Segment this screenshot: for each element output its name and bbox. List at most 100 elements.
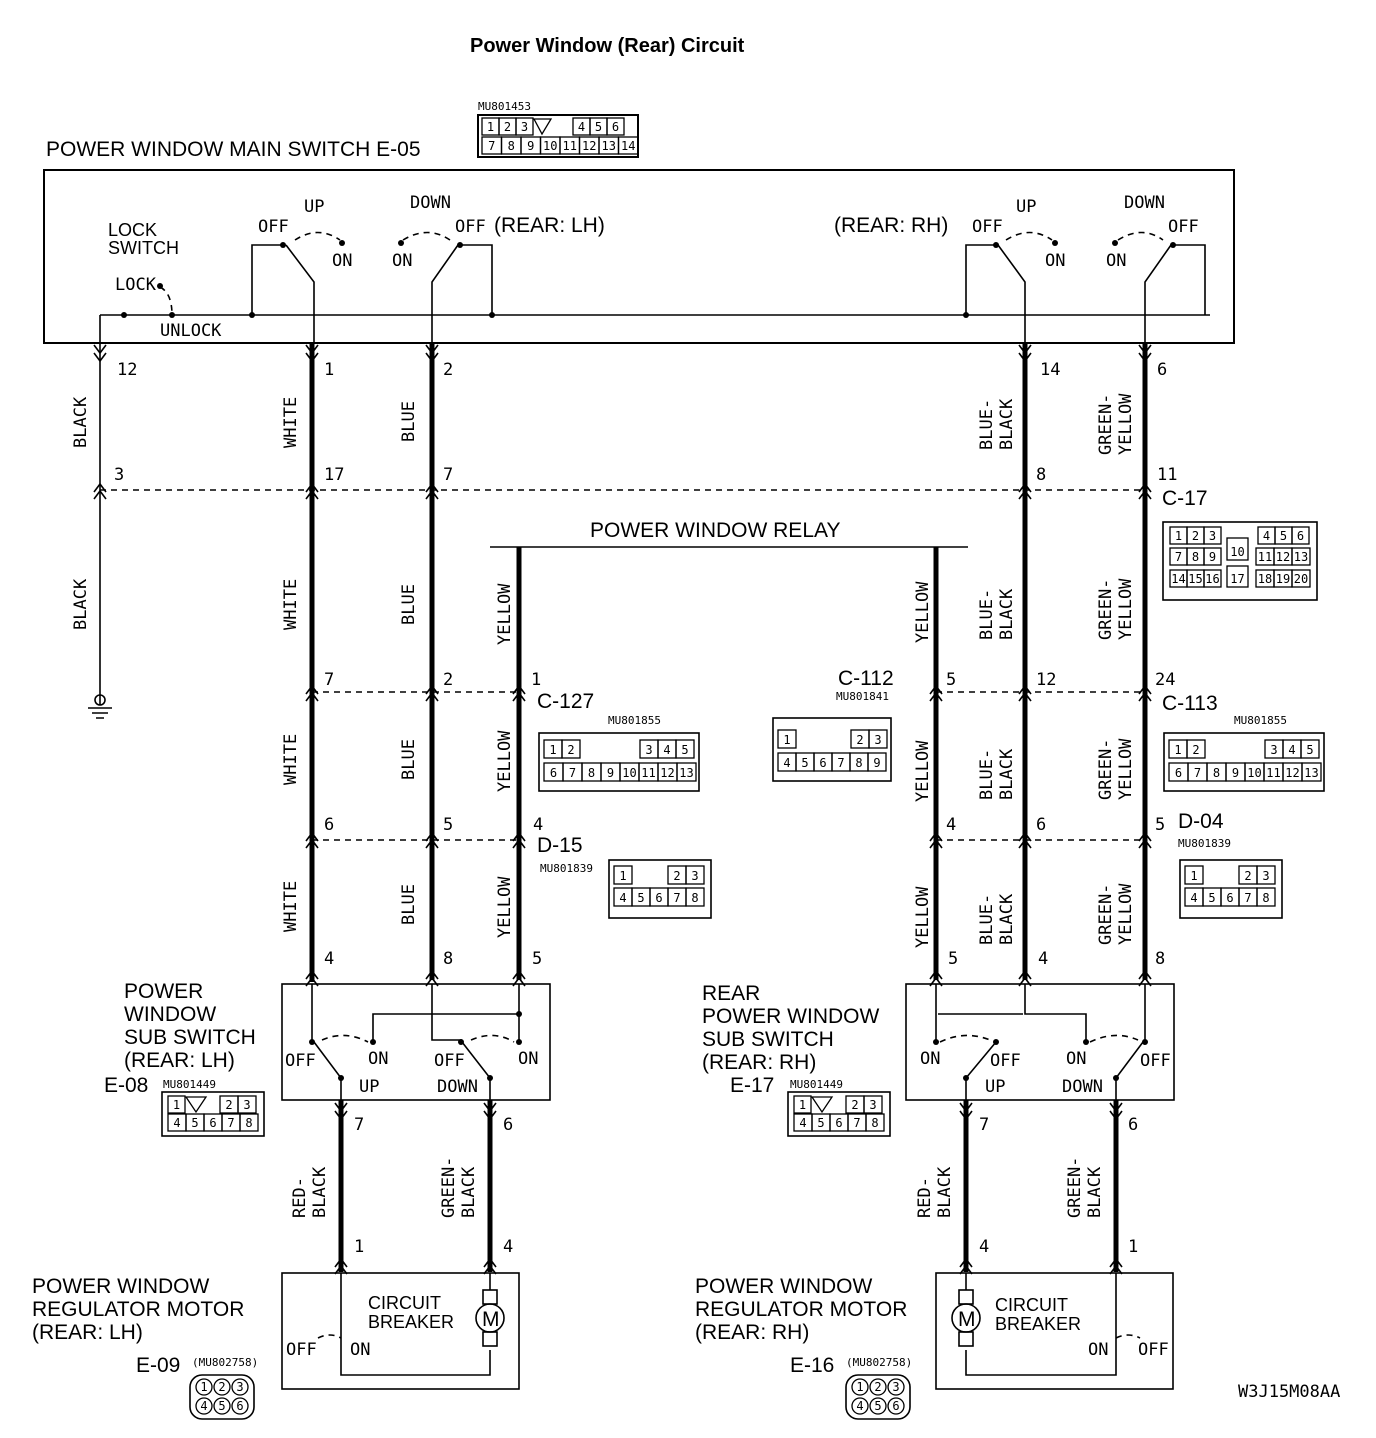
motor-rh-off: OFF bbox=[1138, 1340, 1169, 1360]
svg-text:2: 2 bbox=[225, 1098, 232, 1112]
wire-label-gy-4a: GREEN- bbox=[1096, 884, 1116, 945]
c127-pin-4: 4 bbox=[657, 739, 677, 759]
motor-rh: POWER WINDOW REGULATOR MOTOR (REAR: RH) … bbox=[695, 1272, 1174, 1390]
svg-text:1: 1 bbox=[619, 869, 626, 883]
svg-text:3: 3 bbox=[869, 1098, 876, 1112]
svg-text:1: 1 bbox=[1190, 869, 1197, 883]
sub-switch-lh-line4: (REAR: LH) bbox=[124, 1049, 235, 1072]
svg-text:5: 5 bbox=[1280, 529, 1287, 543]
d15-pin-1: 1 bbox=[613, 865, 633, 885]
c112-pin-9: 9 bbox=[867, 752, 887, 772]
svg-text:8: 8 bbox=[1262, 891, 1269, 905]
svg-text:12: 12 bbox=[1276, 550, 1290, 564]
c113-pin-5: 5 bbox=[1300, 739, 1320, 759]
wire-label-yellow-rh-2: YELLOW bbox=[913, 740, 933, 802]
pin-e08-4: 4 bbox=[324, 949, 334, 969]
sub-switch-lh-part-number: MU801449 bbox=[163, 1078, 216, 1091]
e17-pin-3: 3 bbox=[863, 1095, 883, 1114]
pin-c112-5: 5 bbox=[946, 670, 956, 690]
svg-text:9: 9 bbox=[607, 766, 614, 780]
svg-text:5: 5 bbox=[218, 1399, 225, 1413]
wire-label-gb-rh-b: BLACK bbox=[1085, 1166, 1105, 1218]
e17-pin-8: 8 bbox=[865, 1113, 885, 1132]
svg-text:4: 4 bbox=[856, 1399, 863, 1413]
svg-text:5: 5 bbox=[801, 756, 808, 770]
rh-down-on-label: ON bbox=[1106, 251, 1126, 271]
motor-rh-line3: (REAR: RH) bbox=[695, 1321, 809, 1344]
wire-label-rb-lh-a: RED- bbox=[290, 1177, 310, 1218]
pin-e17-5: 5 bbox=[948, 949, 958, 969]
lh-down-label: DOWN bbox=[410, 193, 451, 213]
pin-e17-4: 4 bbox=[1038, 949, 1048, 969]
c113-pin-1: 1 bbox=[1168, 739, 1188, 759]
pin-e09-4: 4 bbox=[503, 1237, 513, 1257]
svg-text:3: 3 bbox=[1209, 529, 1216, 543]
rh-up-on-label: ON bbox=[1045, 251, 1065, 271]
c127-label: C-127 bbox=[537, 690, 594, 713]
svg-text:4: 4 bbox=[173, 1116, 180, 1130]
e17-pin-6: 6 bbox=[829, 1113, 849, 1132]
pin-6: 6 bbox=[1157, 360, 1167, 380]
pin-c127-2: 2 bbox=[443, 670, 453, 690]
sub-switch-lh-code: E-08 bbox=[104, 1074, 148, 1097]
ms-pin-13: 13 bbox=[598, 136, 620, 155]
c113-label: C-113 bbox=[1162, 692, 1218, 715]
svg-text:7: 7 bbox=[673, 891, 680, 905]
rear-lh-label: (REAR: LH) bbox=[494, 214, 605, 237]
svg-text:6: 6 bbox=[1297, 529, 1304, 543]
motor-lh-m: M bbox=[482, 1308, 500, 1331]
svg-text:7: 7 bbox=[227, 1116, 234, 1130]
rear-rh-label: (REAR: RH) bbox=[834, 214, 948, 237]
c127-pin-3: 3 bbox=[639, 739, 659, 759]
c17-pin-4: 4 bbox=[1257, 526, 1276, 545]
svg-text:10: 10 bbox=[622, 766, 636, 780]
c17-pin-16: 16 bbox=[1203, 569, 1222, 588]
c113-pin-3: 3 bbox=[1264, 739, 1284, 759]
motor-rh-code: E-16 bbox=[790, 1354, 834, 1377]
wire-label-white-3: WHITE bbox=[281, 734, 301, 785]
d15-pin-3: 3 bbox=[685, 865, 705, 885]
e17-pin-7: 7 bbox=[847, 1113, 867, 1132]
svg-text:10: 10 bbox=[1247, 766, 1261, 780]
ms-pin-7: 7 bbox=[481, 136, 503, 155]
motor-lh-line2: REGULATOR MOTOR bbox=[32, 1298, 244, 1321]
svg-text:3: 3 bbox=[691, 869, 698, 883]
lock-switch-label-2: SWITCH bbox=[108, 238, 179, 258]
svg-text:14: 14 bbox=[621, 139, 635, 153]
sub-switch-lh-off2: OFF bbox=[434, 1051, 465, 1071]
wire-label-gb-rh-a: GREEN- bbox=[1065, 1157, 1085, 1218]
d04-pin-6: 6 bbox=[1220, 887, 1240, 907]
svg-text:2: 2 bbox=[218, 1380, 225, 1394]
svg-text:4: 4 bbox=[1190, 891, 1197, 905]
svg-text:9: 9 bbox=[1209, 550, 1216, 564]
svg-text:7: 7 bbox=[1194, 766, 1201, 780]
c17-pin-20: 20 bbox=[1291, 569, 1311, 588]
sub-switch-rh-off2: OFF bbox=[1140, 1051, 1171, 1071]
e08-pin-7: 7 bbox=[221, 1113, 241, 1132]
svg-text:4: 4 bbox=[200, 1399, 207, 1413]
pin-e08-8: 8 bbox=[443, 949, 453, 969]
pin-1: 1 bbox=[324, 360, 334, 380]
c17-pin-1: 1 bbox=[1169, 526, 1188, 545]
sub-switch-lh-off1: OFF bbox=[285, 1051, 316, 1071]
motor-lh-off: OFF bbox=[286, 1340, 317, 1360]
svg-text:13: 13 bbox=[1304, 766, 1318, 780]
c127-part-number: MU801855 bbox=[608, 714, 661, 727]
svg-text:10: 10 bbox=[543, 139, 557, 153]
ms-pin-12: 12 bbox=[578, 136, 600, 155]
e17-pin-4: 4 bbox=[793, 1113, 813, 1132]
svg-text:1: 1 bbox=[173, 1098, 180, 1112]
svg-text:8: 8 bbox=[588, 766, 595, 780]
svg-text:4: 4 bbox=[578, 120, 585, 134]
svg-text:15: 15 bbox=[1188, 572, 1202, 586]
e08-pin-6: 6 bbox=[203, 1113, 223, 1132]
svg-text:6: 6 bbox=[655, 891, 662, 905]
wire-label-rb-rh-b: BLACK bbox=[935, 1166, 955, 1218]
svg-text:12: 12 bbox=[660, 766, 674, 780]
c17-pin-8: 8 bbox=[1186, 547, 1205, 566]
svg-text:18: 18 bbox=[1258, 572, 1272, 586]
wire-label-gy-3b: YELLOW bbox=[1116, 738, 1136, 800]
c113-pin-2: 2 bbox=[1186, 739, 1206, 759]
